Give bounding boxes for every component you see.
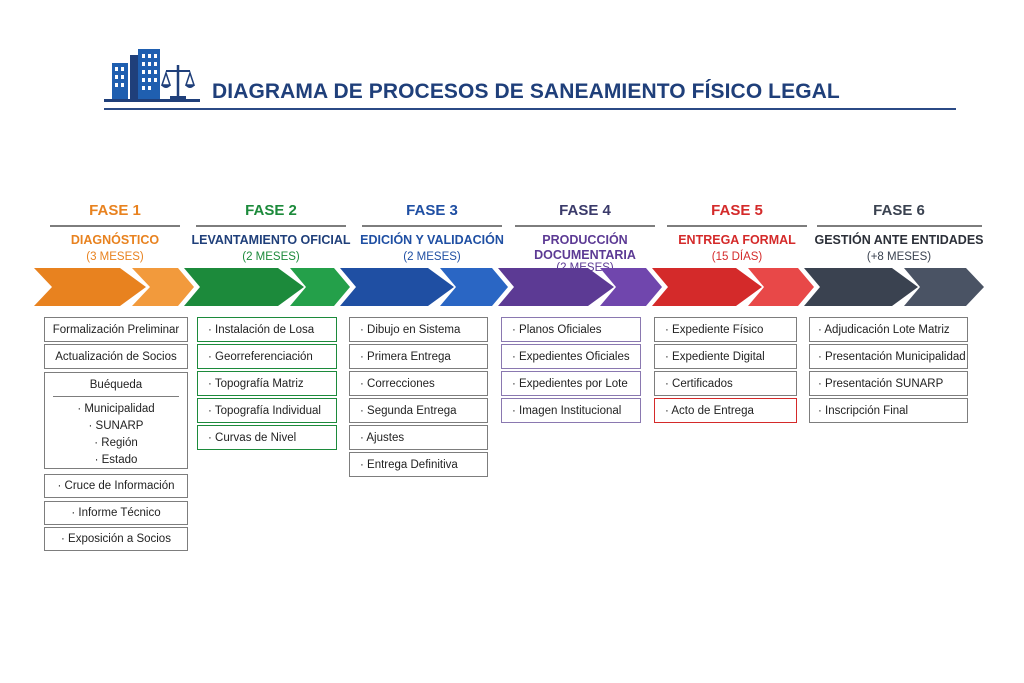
phase-2-arrow-right [290,268,350,306]
phase-4-item-4: · Imagen Institucional [501,398,641,423]
phase-6-header: FASE 6 GESTIÓN ANTE ENTIDADES (+8 MESES) [814,200,984,265]
phase-6-label: FASE 6 [873,202,925,219]
phase-4-name-line2: DOCUMENTARIA [534,248,636,262]
phase-1-item-1: Formalización Preliminar [44,317,188,342]
phase-4-arrow-left [498,268,614,306]
phase-2-item-1: · Instalación de Losa [197,317,337,342]
search-group-item: · Región [94,437,138,449]
phase-6-item-2: · Presentación Municipalidad [809,344,968,369]
phase-5-name: ENTREGA FORMAL [678,233,796,247]
phase-2-item-3: · Topografía Matriz [197,371,337,396]
phase-3-name: EDICIÓN Y VALIDACIÓN [360,233,504,247]
phase-4-name: PRODUCCIÓN [542,233,628,247]
phase-3-arrow-right [440,268,508,306]
phase-1-duration: (3 MESES) [86,251,144,263]
phase-1-arrow-right [132,268,194,306]
phase-1-rule [50,225,180,227]
phase-3-item-5: · Ajustes [349,425,488,450]
phase-2-duration: (2 MESES) [242,251,300,263]
phase-6-rule [816,225,982,227]
phase-arrow-band [34,268,984,306]
search-group-title: Buéqueda [89,379,143,391]
phase-2-rule [196,225,346,227]
phase-5-duration: (15 DÍAS) [711,251,763,263]
phase-1-item-2: Actualización de Socios [44,344,188,369]
phase-5-header: FASE 5 ENTREGA FORMAL (15 DÍAS) [666,200,808,265]
phase-1-item-5: · Exposición a Socios [44,527,188,551]
phase-3-item-4: · Segunda Entrega [349,398,488,423]
phase-3-duration: (2 MESES) [403,251,461,263]
phase-1-search-group: Buéqueda · Municipalidad · SUNARP · Regi… [44,372,188,469]
phase-2-arrow-left [184,268,304,306]
phase-5-item-1: · Expediente Físico [654,317,797,342]
phase-4-label: FASE 4 [559,202,611,219]
phase-3-item-3: · Correcciones [349,371,488,396]
phase-5-arrow-right [748,268,814,306]
phase-3-arrow-left [340,268,454,306]
phase-2-label: FASE 2 [245,202,297,219]
phase-3-item-6: · Entrega Definitiva [349,452,488,477]
phase-5-item-4: · Acto de Entrega [654,398,797,423]
phase-3-header: FASE 3 EDICIÓN Y VALIDACIÓN (2 MESES) [356,200,508,265]
phase-1-header: FASE 1 DIAGNÓSTICO (3 MESES) [50,200,180,265]
phase-6-name: GESTIÓN ANTE ENTIDADES [814,233,984,247]
phase-3-rule [362,225,502,227]
search-group-item: · Municipalidad [77,403,155,415]
phase-4-item-3: · Expedientes por Lote [501,371,641,396]
phase-3-item-1: · Dibujo en Sistema [349,317,488,342]
phase-2-name: LEVANTAMIENTO OFICIAL [191,233,351,247]
search-group-item: · Estado [94,454,138,466]
phase-1-arrow-left [34,268,146,306]
phase-5-item-2: · Expediente Digital [654,344,797,369]
phase-4-header: FASE 4 PRODUCCIÓN DOCUMENTARIA (2 MESES) [514,200,656,276]
search-group-item: · SUNARP [88,420,144,432]
search-group-divider [53,396,179,397]
phase-6-item-3: · Presentación SUNARP [809,371,968,396]
phase-4-item-2: · Expedientes Oficiales [501,344,641,369]
phase-6-arrow-right [904,268,984,306]
phase-1-item-4: · Informe Técnico [44,501,188,525]
phase-6-duration: (+8 MESES) [866,251,932,263]
phase-6-arrow-left [804,268,918,306]
page-title: DIAGRAMA DE PROCESOS DE SANEAMIENTO FÍSI… [212,80,840,103]
phase-5-item-3: · Certificados [654,371,797,396]
phase-2-item-4: · Topografía Individual [197,398,337,423]
phase-1-name: DIAGNÓSTICO [70,233,160,247]
building-scale-logo-icon [104,49,200,102]
phase-1-item-3: · Cruce de Información [44,474,188,498]
phase-2-item-5: · Curvas de Nivel [197,425,337,450]
phase-2-item-2: · Georreferenciación [197,344,337,369]
phase-2-header: FASE 2 LEVANTAMIENTO OFICIAL (2 MESES) [190,200,352,265]
title-underline [104,108,956,110]
phase-4-rule [515,225,655,227]
phase-6-item-4: · Inscripción Final [809,398,968,423]
phase-4-item-1: · Planos Oficiales [501,317,641,342]
phase-4-arrow-right [600,268,662,306]
phase-1-label: FASE 1 [89,202,141,219]
phase-5-label: FASE 5 [711,202,763,219]
phase-3-item-2: · Primera Entrega [349,344,488,369]
phase-5-arrow-left [652,268,762,306]
phase-3-label: FASE 3 [406,202,458,219]
phase-6-item-1: · Adjudicación Lote Matriz [809,317,968,342]
phase-5-rule [667,225,807,227]
